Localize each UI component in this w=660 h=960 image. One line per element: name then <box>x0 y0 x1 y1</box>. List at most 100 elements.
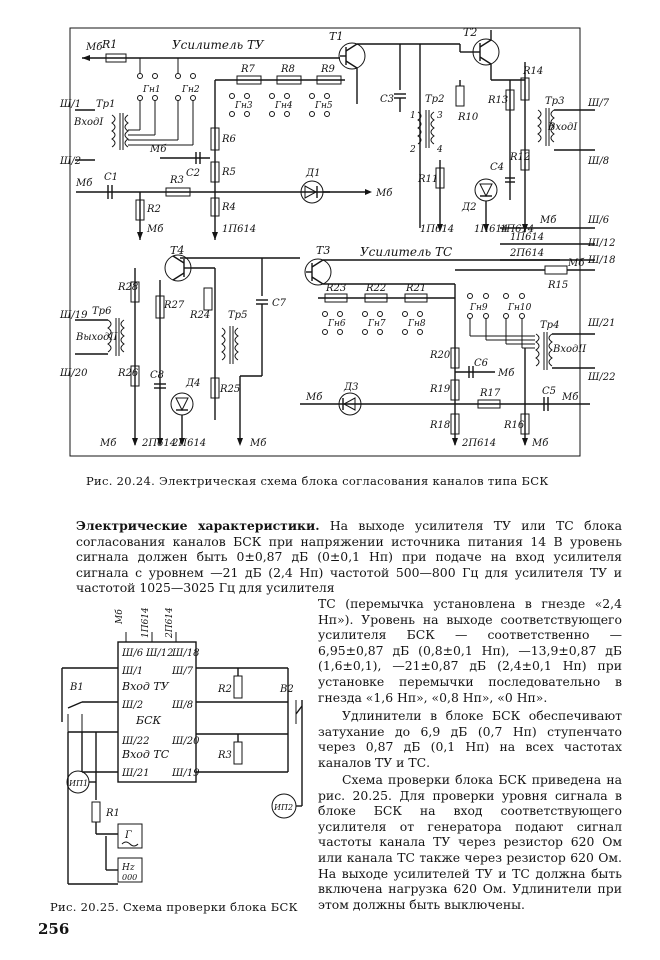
svg-text:Вход ТС: Вход ТС <box>121 748 170 761</box>
svg-text:C5: C5 <box>542 386 556 397</box>
svg-text:Hz: Hz <box>121 863 135 873</box>
svg-text:Ш/12: Ш/12 <box>145 648 174 659</box>
svg-text:Тр5: Тр5 <box>228 310 247 321</box>
svg-text:Усилитель ТС: Усилитель ТС <box>360 245 452 259</box>
figure-20-24-caption: Рис. 20.24. Электрическая схема блока со… <box>86 474 549 488</box>
svg-text:Гн7: Гн7 <box>367 319 386 329</box>
figure-20-25-caption: Рис. 20.25. Схема проверки блока БСК <box>50 900 298 914</box>
svg-text:Ш/19: Ш/19 <box>171 768 200 779</box>
svg-text:Мб: Мб <box>375 188 393 199</box>
svg-text:1П614: 1П614 <box>500 224 534 235</box>
svg-text:Ш/21: Ш/21 <box>587 318 616 329</box>
svg-text:T2: T2 <box>463 26 477 39</box>
svg-text:Мб: Мб <box>149 144 167 155</box>
svg-text:R17: R17 <box>479 388 501 399</box>
svg-text:1П614: 1П614 <box>222 224 256 235</box>
svg-text:2: 2 <box>409 145 416 155</box>
svg-text:R9: R9 <box>320 64 336 75</box>
svg-text:R5: R5 <box>221 167 236 178</box>
svg-text:R16: R16 <box>503 420 525 431</box>
svg-text:Тр3: Тр3 <box>545 96 564 107</box>
svg-text:R1: R1 <box>105 808 120 819</box>
svg-text:R18: R18 <box>429 420 450 431</box>
svg-text:Ш/20: Ш/20 <box>171 736 200 747</box>
svg-text:R11: R11 <box>417 174 438 185</box>
svg-text:ВходII: ВходII <box>552 344 587 355</box>
svg-text:C7: C7 <box>272 298 287 309</box>
svg-text:Гн2: Гн2 <box>181 85 200 95</box>
svg-text:2П614: 2П614 <box>509 248 544 259</box>
svg-text:Мб: Мб <box>531 438 549 449</box>
svg-text:Ш/12: Ш/12 <box>587 238 616 249</box>
svg-text:R3: R3 <box>217 750 232 761</box>
svg-text:R3: R3 <box>169 175 184 186</box>
svg-text:C1: C1 <box>104 172 118 183</box>
svg-text:1П614: 1П614 <box>420 224 454 235</box>
svg-text:БСК: БСК <box>135 714 162 727</box>
paragraph-test-circuit: Схема проверки блока БСК приведена на ри… <box>318 772 622 912</box>
svg-text:Ш/7: Ш/7 <box>587 98 610 109</box>
svg-text:Гн6: Гн6 <box>327 319 346 329</box>
svg-text:C4: C4 <box>490 162 504 173</box>
svg-text:R2: R2 <box>146 204 161 215</box>
svg-text:R21: R21 <box>405 283 426 294</box>
svg-text:Ш/20: Ш/20 <box>59 368 88 379</box>
svg-text:Мб: Мб <box>249 438 267 449</box>
svg-text:Тр6: Тр6 <box>92 306 112 317</box>
svg-text:Тр1: Тр1 <box>96 99 115 110</box>
svg-text:Мб: Мб <box>497 368 515 379</box>
svg-text:Гн10: Гн10 <box>507 303 532 313</box>
svg-text:Вход ТУ: Вход ТУ <box>121 680 170 693</box>
svg-text:R6: R6 <box>221 134 237 145</box>
svg-text:T1: T1 <box>329 30 343 43</box>
svg-text:Ш/7: Ш/7 <box>171 666 194 677</box>
svg-text:R19: R19 <box>429 384 451 395</box>
svg-text:2П614: 2П614 <box>165 607 175 639</box>
svg-text:R13: R13 <box>487 95 508 106</box>
svg-text:3: 3 <box>437 111 443 121</box>
svg-text:2П614: 2П614 <box>461 438 496 449</box>
svg-text:T3: T3 <box>316 244 330 257</box>
svg-text:Ш/2: Ш/2 <box>59 156 81 167</box>
svg-text:Ш/19: Ш/19 <box>59 310 88 321</box>
svg-text:Мб: Мб <box>539 215 557 226</box>
svg-text:Мб: Мб <box>75 178 93 189</box>
svg-text:1: 1 <box>410 111 416 121</box>
svg-text:В2: В2 <box>279 684 294 695</box>
svg-text:R12: R12 <box>509 152 530 163</box>
svg-text:C6: C6 <box>474 358 489 369</box>
svg-text:000: 000 <box>122 873 137 882</box>
paragraph-body: На выходе усилителя ТУ или ТС блока согл… <box>76 518 622 596</box>
svg-text:R26: R26 <box>117 368 139 379</box>
jack-gn1: Гн1 <box>137 73 161 101</box>
svg-text:ВходI: ВходI <box>73 117 104 128</box>
svg-text:Усилитель ТУ: Усилитель ТУ <box>172 38 265 52</box>
jack-gn2: Гн2 <box>175 73 200 101</box>
svg-text:Д3: Д3 <box>343 382 359 393</box>
svg-text:Мб: Мб <box>146 224 164 235</box>
svg-text:Ш/21: Ш/21 <box>121 768 150 779</box>
svg-text:Ш/22: Ш/22 <box>121 736 150 747</box>
svg-text:R4: R4 <box>221 202 236 213</box>
paragraph-lead: Электрические характеристики. <box>76 518 320 533</box>
svg-text:Ш/22: Ш/22 <box>587 372 616 383</box>
svg-text:Мб: Мб <box>85 42 103 53</box>
svg-text:В1: В1 <box>69 682 84 693</box>
svg-text:Ш/1: Ш/1 <box>121 666 143 677</box>
svg-text:1П614: 1П614 <box>474 224 508 235</box>
svg-text:R2: R2 <box>217 684 232 695</box>
figure-20-25-schematic: Мб 1П614 2П614 Ш/6 Ш/12 Ш/18 Ш/1 Вход ТУ… <box>61 607 303 885</box>
svg-text:ВыходII: ВыходII <box>75 332 118 343</box>
paragraph-continuation: ТС (перемычка установлена в гнезде «2,4 … <box>318 596 622 705</box>
svg-text:Тр4: Тр4 <box>540 320 559 331</box>
svg-text:Ш/18: Ш/18 <box>171 648 200 659</box>
svg-text:Ш/6: Ш/6 <box>587 215 610 226</box>
svg-text:ИП2: ИП2 <box>273 803 293 812</box>
svg-text:Гн4: Гн4 <box>274 101 293 111</box>
svg-text:Ш/6: Ш/6 <box>121 648 144 659</box>
svg-text:Тр2: Тр2 <box>425 94 444 105</box>
svg-text:2П614: 2П614 <box>171 438 206 449</box>
svg-text:Ш/8: Ш/8 <box>587 156 609 167</box>
svg-text:R23: R23 <box>325 283 346 294</box>
